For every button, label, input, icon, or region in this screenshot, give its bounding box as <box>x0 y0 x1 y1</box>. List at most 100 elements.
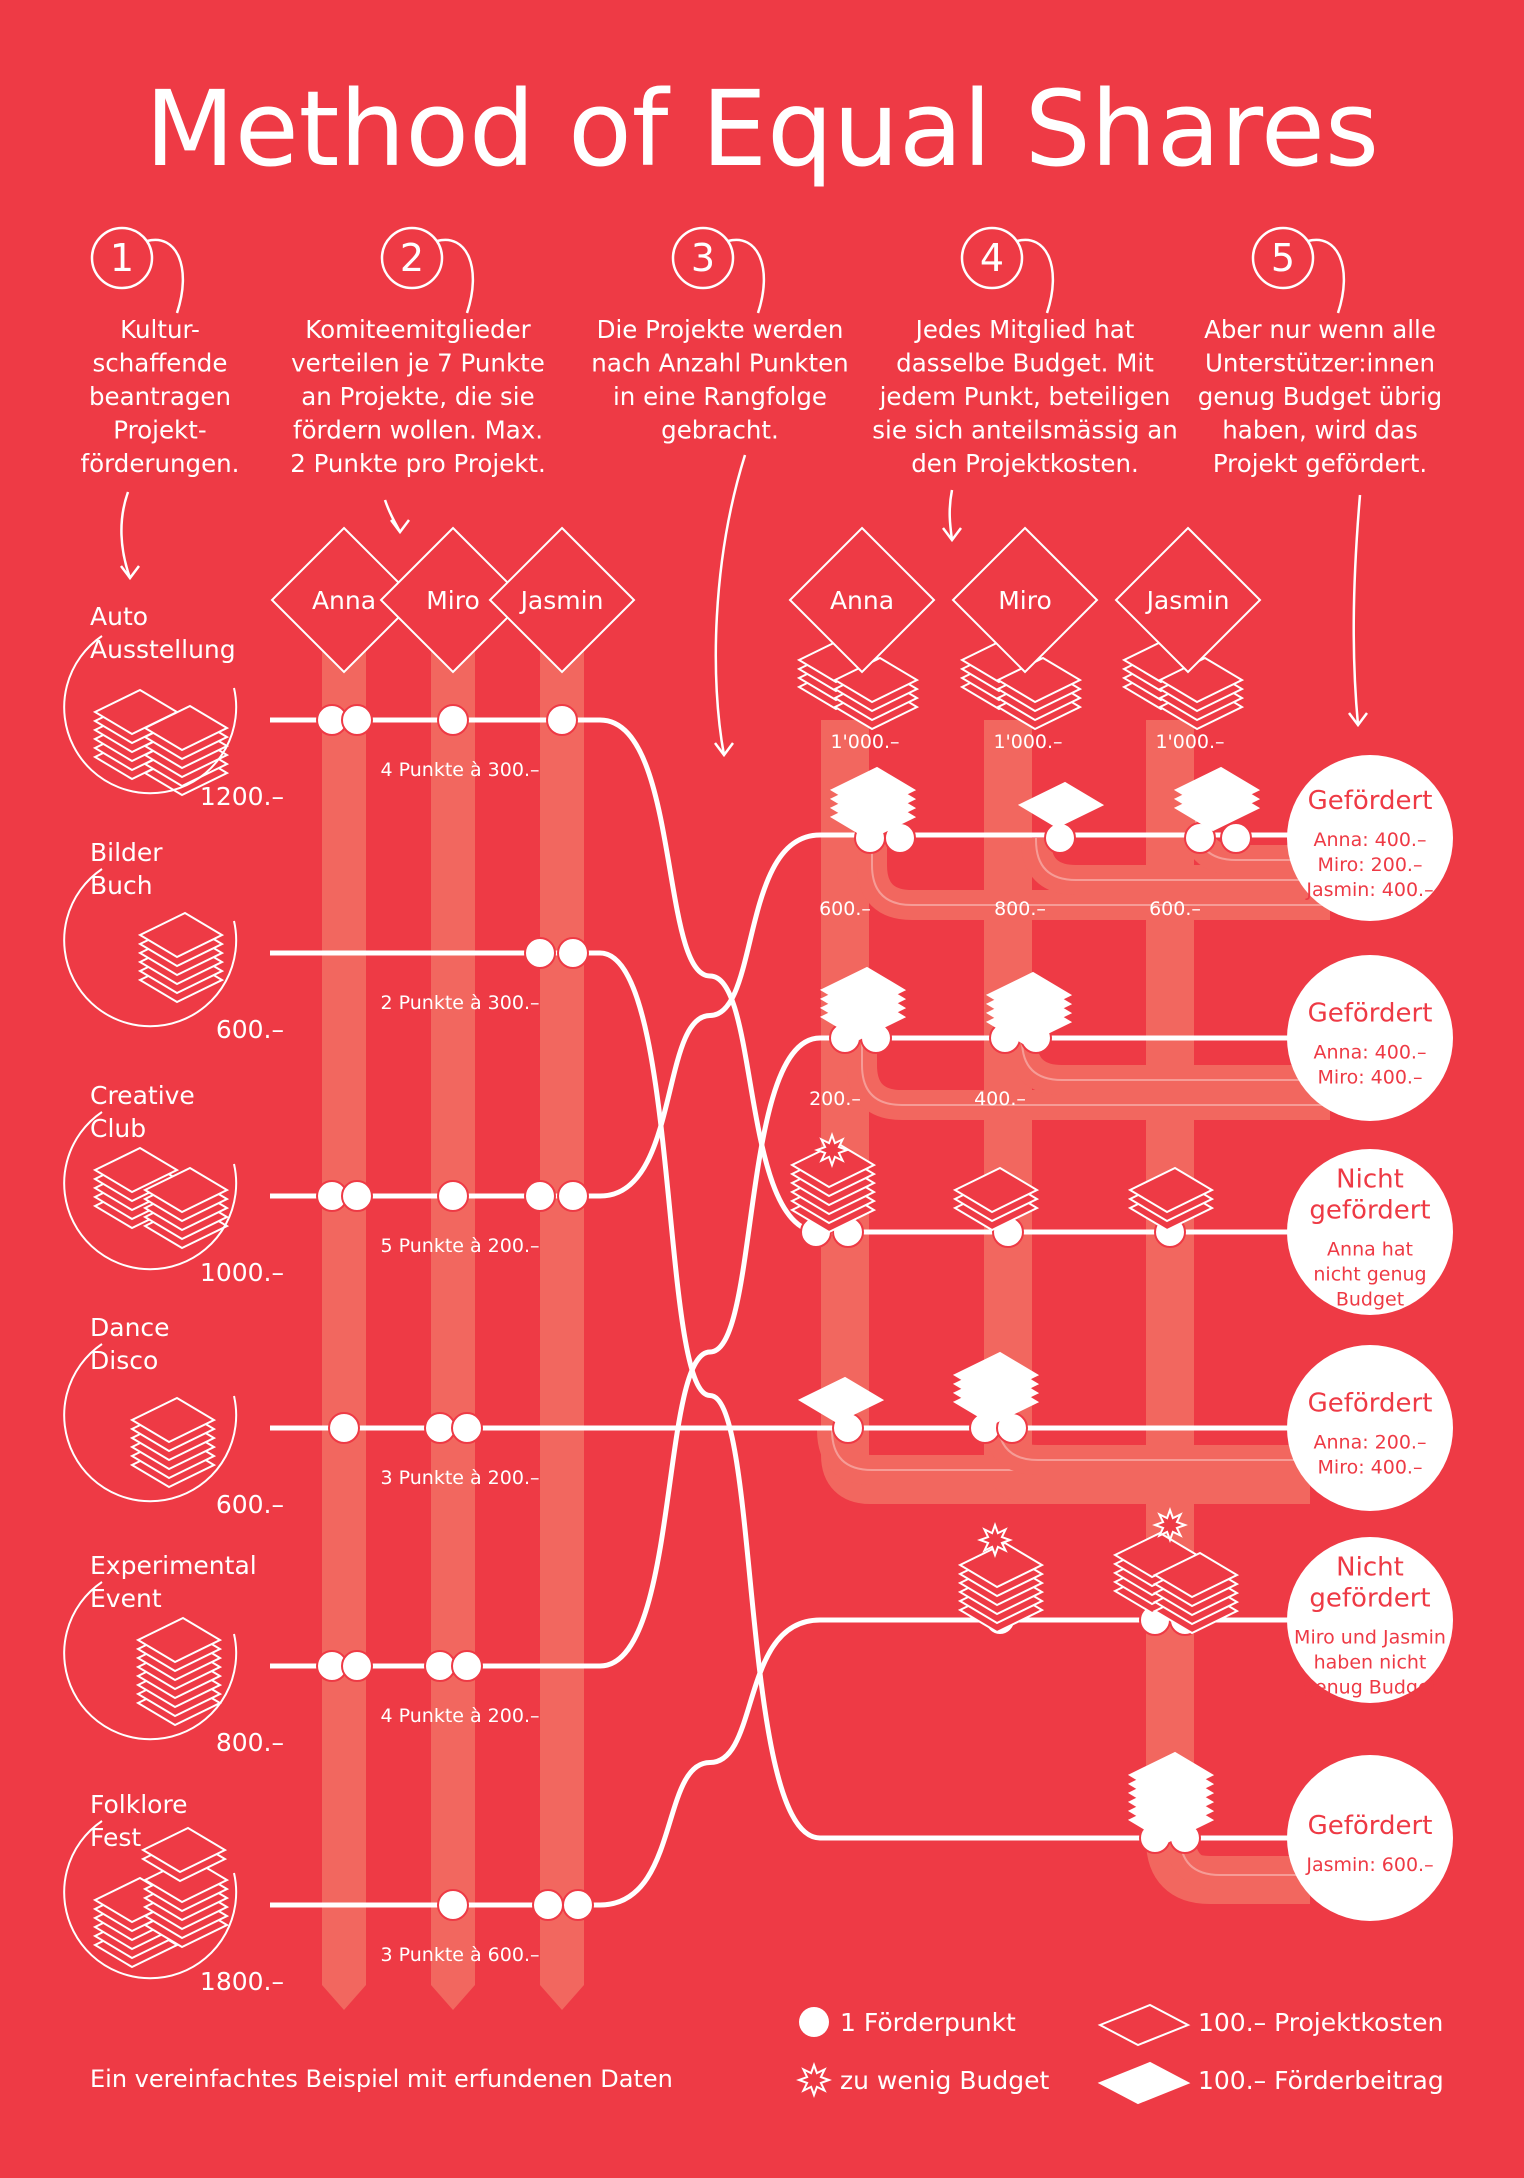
vote-diamond-jasmin <box>488 526 636 674</box>
project-name-line: Disco <box>90 1346 158 1375</box>
project-cost-stack <box>140 1826 228 1874</box>
vote-track-anna <box>322 640 366 2010</box>
vote-diamond-anna-label: Anna <box>312 586 376 615</box>
contribution-stack <box>1152 1551 1240 1599</box>
step-text-line: an Projekte, die sie <box>301 382 534 411</box>
project-cost-stack <box>142 704 230 752</box>
vote-track-miro <box>431 640 475 2010</box>
contribution-branch-outline <box>831 1428 1330 1471</box>
budget-diamond-miro <box>951 526 1099 674</box>
step-5-arrow-head <box>1348 712 1368 728</box>
contribution-stack <box>957 1541 1045 1589</box>
contribution-stack <box>1173 766 1261 814</box>
step-text-line: Jedes Mitglied hat <box>914 315 1135 344</box>
points-label: 3 Punkte à 200.– <box>380 1467 539 1489</box>
step-swoosh <box>1016 238 1055 314</box>
result-detail: Jasmin: 400.– <box>1305 879 1433 901</box>
project-circle <box>63 1820 238 1980</box>
step-text-line: in eine Rangfolge <box>613 382 827 411</box>
project-name-line: Creative <box>90 1081 195 1110</box>
points-label: 4 Punkte à 300.– <box>380 759 539 781</box>
project-cost: 1200.– <box>200 782 284 811</box>
paper-stacks <box>92 636 1261 1969</box>
vote-point-dot <box>532 1889 564 1921</box>
remaining-budget: 200.– <box>809 1088 861 1110</box>
footnote: Ein vereinfachtes Beispiel mit erfundene… <box>90 2065 673 2093</box>
step-3-arrow-head <box>714 742 734 758</box>
project-cost-stack <box>129 1396 217 1444</box>
step-swoosh <box>436 238 475 314</box>
vote-point-dot <box>562 1889 594 1921</box>
vote-point-dot <box>451 1412 483 1444</box>
step-text-line: Projekt gefördert. <box>1213 449 1427 478</box>
step-text-line: sie sich anteilsmässig an <box>872 416 1177 445</box>
project-cost: 800.– <box>216 1728 284 1757</box>
remaining-budget: 400.– <box>974 1088 1026 1110</box>
step-text-line: Unterstützer:innen <box>1205 349 1435 378</box>
contribution-stack <box>1127 1166 1215 1214</box>
result-title: Nicht <box>1336 1553 1404 1583</box>
labels: Method of Equal SharesAutoAusstellung120… <box>90 68 1379 1996</box>
result-circle <box>1287 955 1453 1121</box>
step-text-line: 2 Punkte pro Projekt. <box>290 449 546 478</box>
step-3-arrow <box>714 454 747 756</box>
budget-diamond-jasmin-label: Jasmin <box>1145 586 1230 615</box>
legend-contribution-label: 100.– Förderbeitrag <box>1198 2066 1444 2095</box>
step-number-circle <box>960 226 1024 290</box>
step-4-arrow <box>948 489 954 541</box>
project-name-line: Folklore <box>90 1790 188 1819</box>
step-text-line: Kultur- <box>120 315 200 344</box>
legend-burst <box>796 2062 832 2098</box>
budget-diamond-anna-label: Anna <box>830 586 894 615</box>
result-detail: Miro: 400.– <box>1318 1067 1423 1089</box>
contribution-stack <box>1017 781 1105 829</box>
project-circle <box>63 868 238 1028</box>
project-name-line: Fest <box>90 1823 141 1852</box>
member-budget: 1'000.– <box>993 731 1062 753</box>
project-name-line: Dance <box>90 1313 170 1342</box>
vote-point-dot <box>557 1180 589 1212</box>
step-text-line: Komiteemitglieder <box>305 315 531 344</box>
step-number-circle <box>671 226 735 290</box>
legend-contribution-sheet <box>1097 2061 1191 2105</box>
step-2-arrow-head <box>390 519 410 535</box>
member-budget: 1'000.– <box>830 731 899 753</box>
result-detail: Miro: 400.– <box>1318 1457 1423 1479</box>
result-title: Gefördert <box>1308 1811 1433 1841</box>
vote-point-dot <box>437 1889 469 1921</box>
project-lines <box>270 717 1310 1908</box>
contribution-stack <box>985 971 1073 1019</box>
remaining-budget: 600.– <box>1149 898 1201 920</box>
result-detail: Jasmin: 600.– <box>1305 1854 1433 1876</box>
project-name-line: Buch <box>90 871 153 900</box>
step-text-line: genug Budget übrig <box>1198 382 1442 411</box>
vote-point-dot <box>524 1180 556 1212</box>
step-1-arrow <box>120 491 132 579</box>
result-title: gefördert <box>1309 1584 1430 1614</box>
project-cost-stack <box>135 1616 223 1664</box>
project-cost: 600.– <box>216 1015 284 1044</box>
vote-point-dot <box>341 704 373 736</box>
project-line <box>270 1617 1310 1908</box>
result-title: Nicht <box>1336 1165 1404 1195</box>
step-text-line: haben, wird das <box>1222 416 1417 445</box>
contribution-stack <box>819 966 907 1014</box>
result-detail: Budget <box>1336 1289 1404 1311</box>
contribution-branch <box>857 838 1330 920</box>
project-line <box>270 1035 1310 1669</box>
step-text-line: verteilen je 7 Punkte <box>291 349 545 378</box>
contribution-branch-outline <box>1035 838 1330 881</box>
vote-track-jasmin <box>540 640 584 2010</box>
low-budget-burst <box>977 1522 1013 1558</box>
remaining-budget: 800.– <box>994 898 1046 920</box>
legend-cost-sheet <box>1097 2003 1191 2047</box>
result-detail: Anna hat <box>1327 1239 1413 1261</box>
result-detail: haben nicht <box>1314 1652 1427 1674</box>
vote-point-dot <box>341 1650 373 1682</box>
result-detail: Anna: 400.– <box>1314 1042 1427 1064</box>
vote-point-dot <box>437 704 469 736</box>
step-text-line: nach Anzahl Punkten <box>591 349 848 378</box>
step-text-line: Die Projekte werden <box>597 315 844 344</box>
